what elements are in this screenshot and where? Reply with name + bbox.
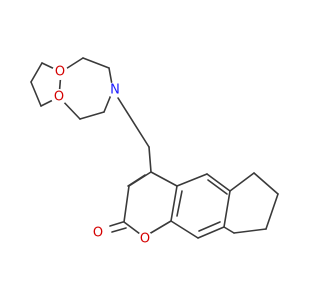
- bond: [207, 179, 228, 195]
- bond: [112, 89, 150, 148]
- bond: [82, 57, 110, 69]
- bond: [123, 185, 130, 223]
- bond: [253, 172, 279, 195]
- molecule-structure-diagram: O O N O O: [30, 57, 279, 247]
- atom-label: N: [110, 83, 120, 98]
- bond: [176, 173, 208, 187]
- bond: [111, 227, 127, 233]
- bond: [148, 146, 152, 173]
- bond: [198, 221, 221, 232]
- nitrogen-atom-piperidine: N: [107, 82, 123, 98]
- bond: [79, 111, 105, 120]
- bond: [170, 220, 199, 239]
- bond: [127, 174, 146, 187]
- bond: [170, 185, 178, 222]
- bond: [229, 172, 255, 192]
- bond: [223, 190, 231, 228]
- oxygen-atom-carbonyl: O: [90, 225, 106, 241]
- bond: [176, 190, 183, 217]
- atom-label: O: [93, 226, 103, 241]
- bond: [30, 62, 43, 83]
- oxygen-atom-pyranone: O: [137, 231, 153, 247]
- bond: [109, 221, 124, 227]
- bond: [30, 81, 42, 107]
- atom-label: O: [140, 232, 150, 247]
- atom-label-layer: O O N O O: [51, 64, 153, 247]
- bond: [233, 228, 267, 234]
- bond-layer: [30, 57, 279, 239]
- oxygen-atom-dioxolane-top: O: [52, 64, 68, 80]
- bond: [150, 171, 178, 187]
- oxygen-atom-dioxolane-bottom: O: [51, 89, 67, 105]
- bond: [223, 226, 235, 234]
- bond: [206, 173, 231, 192]
- bond: [197, 226, 225, 239]
- atom-label: O: [54, 90, 64, 105]
- atom-label: O: [55, 65, 65, 80]
- bond: [265, 193, 279, 230]
